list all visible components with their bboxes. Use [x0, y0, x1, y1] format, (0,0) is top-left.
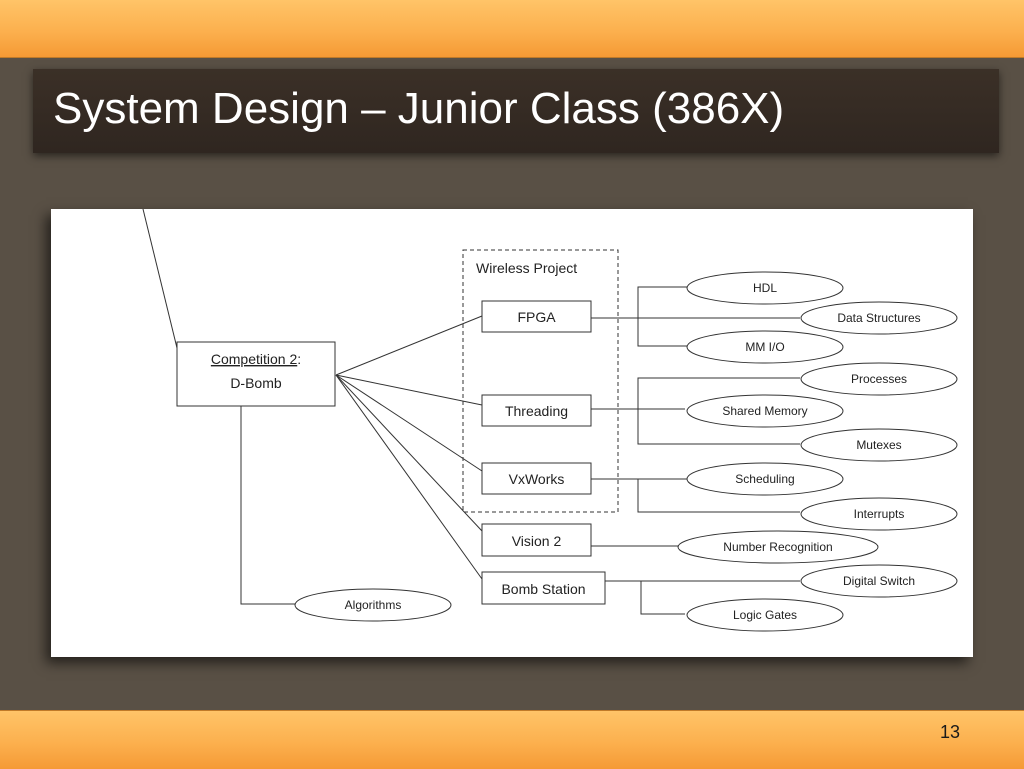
connector-threading-bracket — [637, 377, 800, 445]
oval-logic-gates: Logic Gates — [686, 598, 844, 632]
oval-data-structures: Data Structures — [800, 301, 958, 335]
oval-digital-switch: Digital Switch — [800, 564, 958, 598]
oval-algorithms: Algorithms — [294, 588, 452, 622]
connector-root-threading — [335, 374, 483, 406]
box-threading-label: Threading — [505, 403, 568, 419]
wireless-project-group — [462, 249, 619, 513]
oval-hdl-label: HDL — [753, 281, 777, 295]
box-bomb-station: Bomb Station — [481, 571, 606, 605]
connector-bomb-logicgates — [640, 581, 685, 615]
connector-root-vxworks — [335, 374, 483, 472]
connector-root-fpga — [335, 315, 483, 376]
oval-nodes: HDL Data Structures MM I/O Processes Sha… — [294, 271, 958, 632]
oval-processes: Processes — [800, 362, 958, 396]
connector-root-vision — [335, 374, 483, 532]
box-fpga: FPGA — [481, 300, 592, 333]
oval-mutexes: Mutexes — [800, 428, 958, 462]
box-fpga-label: FPGA — [517, 309, 556, 325]
system-design-diagram: Competition 2: D-Bomb Wireless Project F… — [142, 209, 958, 632]
oval-number-recognition-label: Number Recognition — [723, 540, 832, 554]
oval-data-structures-label: Data Structures — [837, 311, 920, 325]
connector-root-algorithms — [240, 406, 295, 605]
box-vxworks: VxWorks — [481, 462, 592, 495]
oval-scheduling: Scheduling — [686, 462, 844, 496]
oval-mmio: MM I/O — [686, 330, 844, 364]
root-node-title: Competition 2: — [211, 351, 301, 367]
oval-hdl: HDL — [686, 271, 844, 305]
connector-root-bomb — [335, 374, 483, 580]
oval-mmio-label: MM I/O — [745, 340, 784, 354]
title-band: System Design – Junior Class (386X) — [33, 69, 999, 153]
root-node-subtitle: D-Bomb — [230, 375, 282, 391]
oval-algorithms-label: Algorithms — [345, 598, 402, 612]
diagram-frame: Competition 2: D-Bomb Wireless Project F… — [51, 209, 973, 657]
box-vision-label: Vision 2 — [512, 533, 562, 549]
group-label: Wireless Project — [476, 260, 577, 276]
box-threading: Threading — [481, 394, 592, 427]
top-accent-bar — [0, 0, 1024, 58]
oval-digital-switch-label: Digital Switch — [843, 574, 915, 588]
connector-lines — [142, 209, 800, 615]
oval-shared-memory: Shared Memory — [686, 394, 844, 428]
connector-fpga-bracket — [637, 286, 687, 347]
box-bomb-station-label: Bomb Station — [501, 581, 585, 597]
bottom-accent-bar — [0, 710, 1024, 769]
oval-logic-gates-label: Logic Gates — [733, 608, 797, 622]
oval-scheduling-label: Scheduling — [735, 472, 794, 486]
oval-processes-label: Processes — [851, 372, 907, 386]
box-vision: Vision 2 — [481, 523, 592, 557]
page-number: 13 — [939, 722, 961, 742]
box-vxworks-label: VxWorks — [509, 471, 565, 487]
oval-interrupts: Interrupts — [800, 497, 958, 531]
slide-title: System Design – Junior Class (386X) — [53, 84, 785, 133]
connector-vxworks-interrupts — [637, 479, 800, 513]
oval-mutexes-label: Mutexes — [856, 438, 901, 452]
root-node: Competition 2: D-Bomb — [176, 341, 336, 407]
oval-shared-memory-label: Shared Memory — [722, 404, 807, 418]
oval-number-recognition: Number Recognition — [677, 530, 879, 564]
oval-interrupts-label: Interrupts — [854, 507, 905, 521]
connector-offpage — [142, 209, 178, 349]
